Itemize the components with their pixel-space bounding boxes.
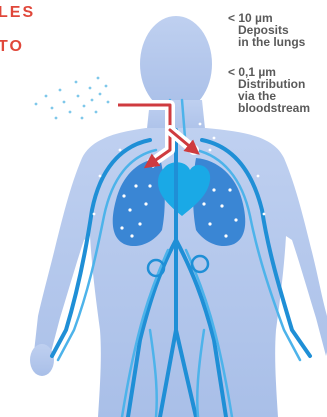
- legend-entry-fine-particles: < 0,1 µm Distribution via the bloodstrea…: [228, 66, 310, 114]
- legend-description: bloodstream: [228, 102, 310, 114]
- legend-entry-large-particles: < 10 µm Deposits in the lungs: [228, 12, 305, 48]
- title-line-2: TO: [0, 38, 24, 56]
- head: [140, 16, 212, 112]
- title-line-1: LES: [0, 4, 35, 22]
- particle-cloud-icon: [35, 77, 110, 120]
- left-hand: [30, 344, 54, 376]
- legend-description: in the lungs: [228, 36, 305, 48]
